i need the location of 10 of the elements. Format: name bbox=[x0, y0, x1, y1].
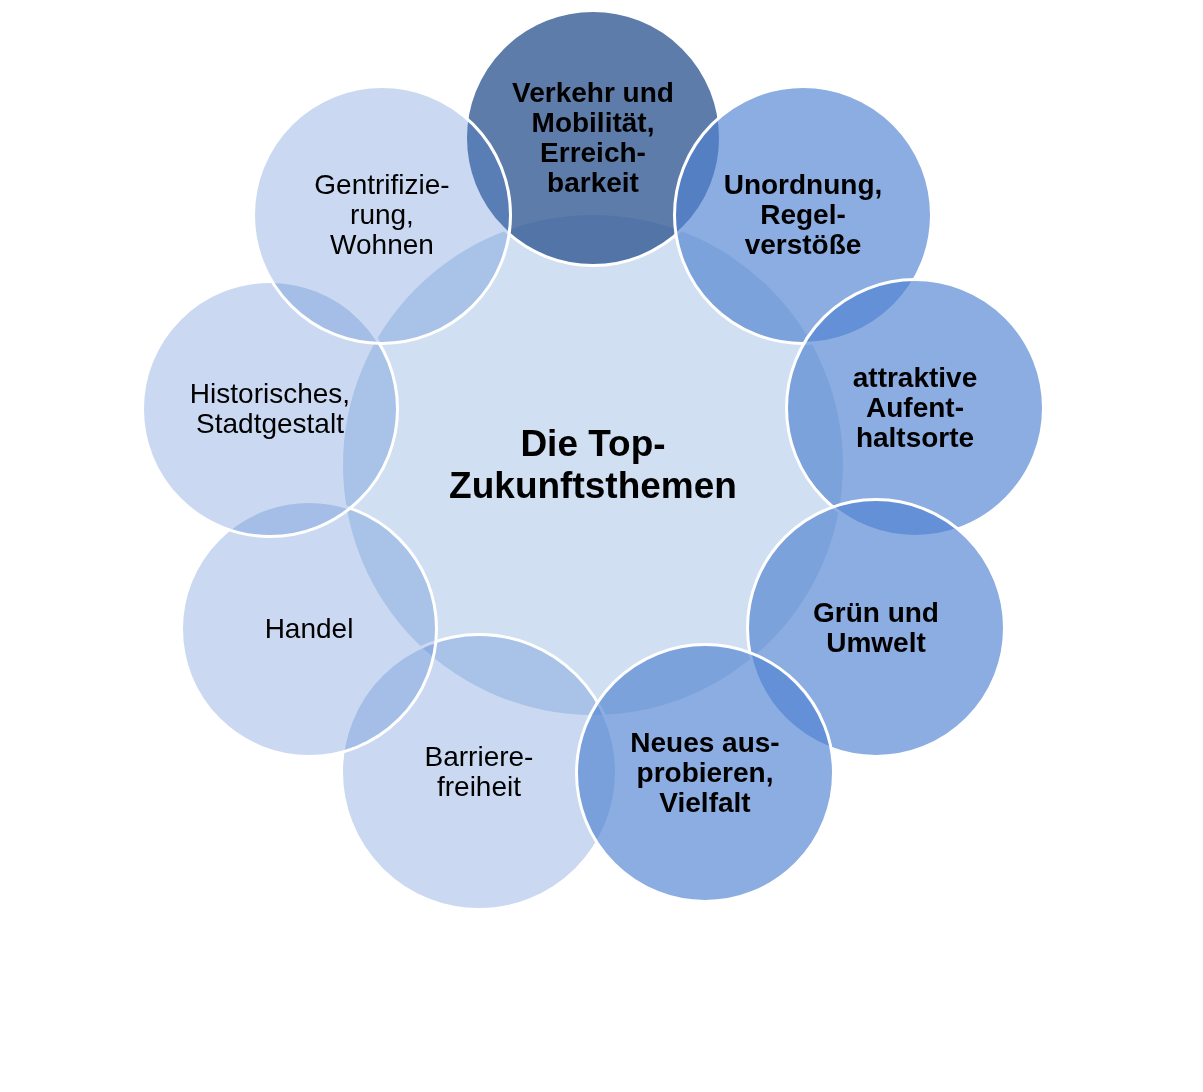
hub-title: Die Top- Zukunftsthemen bbox=[448, 423, 738, 507]
topic-label: Gentrifizie- rung, Wohnen bbox=[313, 170, 451, 260]
topic-label: Unordnung, Regel- verstöße bbox=[722, 170, 884, 260]
topic-label: Historisches, Stadtgestalt bbox=[188, 379, 352, 439]
topic-label: Verkehr und Mobilität, Erreich- barkeit bbox=[511, 78, 675, 198]
topic-label: Neues aus- probieren, Vielfalt bbox=[629, 728, 781, 818]
topic-label: attraktive Aufent- haltsorte bbox=[851, 363, 979, 453]
topic-label: Handel bbox=[263, 614, 355, 644]
topic-label: Grün und Umwelt bbox=[812, 598, 940, 658]
topic-label: Barriere- freiheit bbox=[423, 742, 535, 802]
